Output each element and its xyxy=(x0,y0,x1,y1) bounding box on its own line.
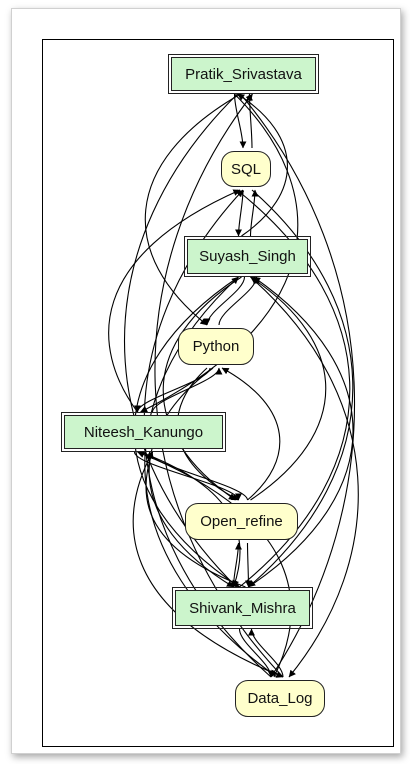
edge-datalog-to-shivank xyxy=(248,628,284,678)
edge-pratik-to-sql xyxy=(233,93,247,149)
edge-python-to-shivank xyxy=(148,367,234,588)
edge-suyash-to-openrefine xyxy=(162,276,242,501)
edge-shivank-to-niteesh xyxy=(145,451,246,588)
edge-openrefine-to-suyash xyxy=(250,276,327,501)
edge-datalog-to-niteesh xyxy=(137,451,292,678)
edge-niteesh-to-python xyxy=(151,367,223,413)
image-frame: Pratik_Srivastava SQL Suyash_Singh Pytho… xyxy=(11,8,401,754)
edge-niteesh-to-datalog xyxy=(132,451,284,678)
edge-suyash-to-sql xyxy=(249,189,259,237)
node-niteesh-kanungo[interactable]: Niteesh_Kanungo xyxy=(61,412,226,452)
edge-suyash-to-python xyxy=(203,276,246,326)
node-shivank-mishra[interactable]: Shivank_Mishra xyxy=(172,587,313,629)
edges-layer xyxy=(108,93,359,678)
edge-shivank-to-datalog xyxy=(238,628,275,678)
edge-suyash-to-datalog xyxy=(250,276,359,678)
edge-python-to-suyash xyxy=(218,276,260,326)
edge-openrefine-to-shivank xyxy=(244,542,252,588)
node-pratik-srivastava[interactable]: Pratik_Srivastava xyxy=(168,54,319,94)
node-sql[interactable]: SQL xyxy=(221,151,271,187)
node-python[interactable]: Python xyxy=(178,328,254,365)
edge-suyash-to-pratik xyxy=(237,93,288,237)
node-suyash-singh[interactable]: Suyash_Singh xyxy=(184,236,311,277)
edge-pratik-to-datalog xyxy=(240,93,356,678)
edge-pratik-to-python xyxy=(144,93,241,326)
graph-canvas: Pratik_Srivastava SQL Suyash_Singh Pytho… xyxy=(42,39,394,747)
edge-shivank-to-suyash xyxy=(248,276,354,588)
node-data-log[interactable]: Data_Log xyxy=(235,680,325,717)
edge-sql-to-suyash xyxy=(235,189,244,237)
edge-niteesh-to-sql xyxy=(108,189,241,413)
edge-openrefine-to-python xyxy=(221,367,281,501)
edge-shivank-to-openrefine xyxy=(232,542,242,588)
edge-pratik-to-shivank xyxy=(124,93,238,588)
node-open-refine[interactable]: Open_refine xyxy=(185,503,298,540)
